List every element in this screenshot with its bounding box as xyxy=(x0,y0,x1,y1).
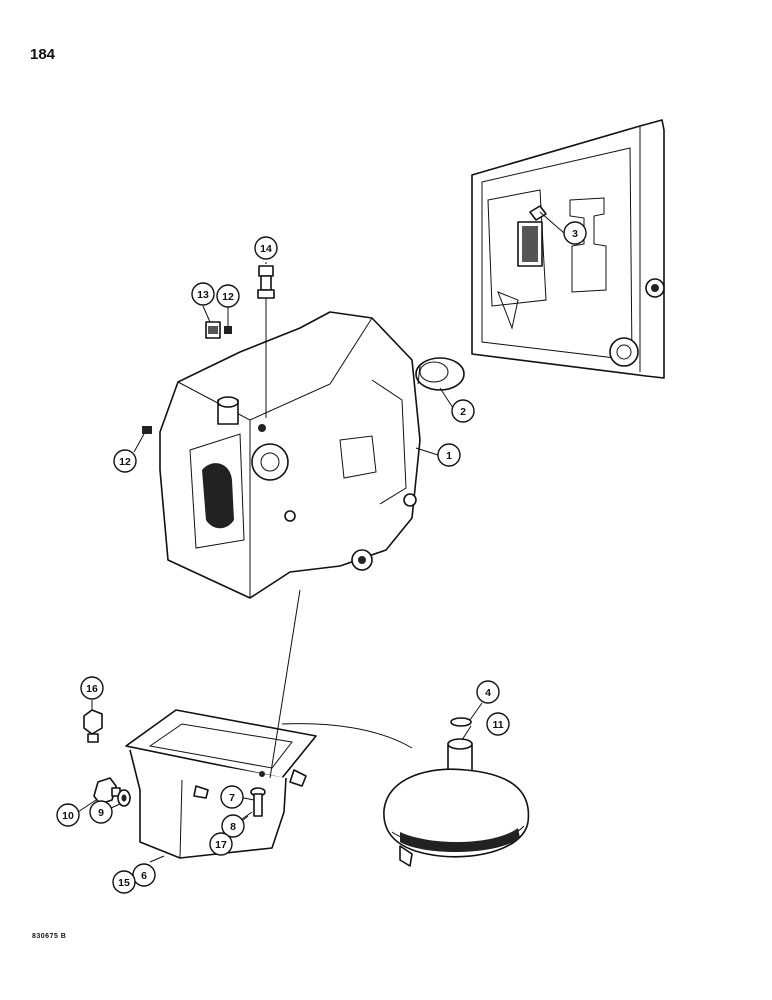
callout-1: 1 xyxy=(437,443,461,467)
washer xyxy=(117,789,131,807)
callout-12-left: 12 xyxy=(113,449,137,473)
inset-port-b xyxy=(609,337,639,367)
callout-4: 4 xyxy=(476,680,500,704)
callout-17: 17 xyxy=(209,832,233,856)
svg-text:2: 2 xyxy=(460,406,466,418)
svg-text:7: 7 xyxy=(229,792,235,804)
figure-code: 830675 B xyxy=(32,933,67,940)
svg-text:13: 13 xyxy=(197,289,209,301)
svg-text:11: 11 xyxy=(492,719,503,731)
callout-9: 9 xyxy=(89,800,113,824)
bearing xyxy=(415,357,465,391)
callout-6: 6 xyxy=(132,863,156,887)
inset-dowel xyxy=(529,205,547,221)
plug-16 xyxy=(83,709,103,743)
svg-text:10: 10 xyxy=(62,810,74,822)
oil-screen xyxy=(383,717,530,867)
plug-left xyxy=(142,426,152,434)
svg-text:4: 4 xyxy=(485,687,491,699)
callout-10: 10 xyxy=(56,803,80,827)
inset-case-section xyxy=(471,119,665,379)
callout-15: 15 xyxy=(112,870,136,894)
svg-text:14: 14 xyxy=(260,243,272,255)
svg-text:8: 8 xyxy=(230,821,236,833)
plug-10 xyxy=(93,777,121,805)
callout-11: 11 xyxy=(486,712,510,736)
callout-3: 3 xyxy=(563,221,587,245)
svg-text:1: 1 xyxy=(446,450,452,462)
page-number: 184 xyxy=(30,46,56,63)
case-side-port xyxy=(251,443,289,481)
svg-text:15: 15 xyxy=(118,877,130,889)
callout-2: 2 xyxy=(451,399,475,423)
svg-text:17: 17 xyxy=(215,839,227,851)
callout-13: 13 xyxy=(191,282,215,306)
plug-upper xyxy=(205,321,232,339)
callout-7: 7 xyxy=(220,785,244,809)
transmission-case xyxy=(159,311,421,599)
svg-text:6: 6 xyxy=(141,870,147,882)
callout-12-upper: 12 xyxy=(216,284,240,308)
svg-text:9: 9 xyxy=(98,807,104,819)
svg-text:12: 12 xyxy=(119,456,131,468)
callout-8: 8 xyxy=(221,814,245,838)
callout-14: 14 xyxy=(254,236,278,260)
svg-text:16: 16 xyxy=(86,683,98,695)
bolt xyxy=(250,787,266,817)
o-ring xyxy=(450,717,472,727)
svg-text:12: 12 xyxy=(222,291,234,303)
fitting xyxy=(257,265,275,418)
oil-pan xyxy=(125,709,317,859)
callout-16: 16 xyxy=(80,676,104,700)
svg-text:3: 3 xyxy=(572,228,578,240)
